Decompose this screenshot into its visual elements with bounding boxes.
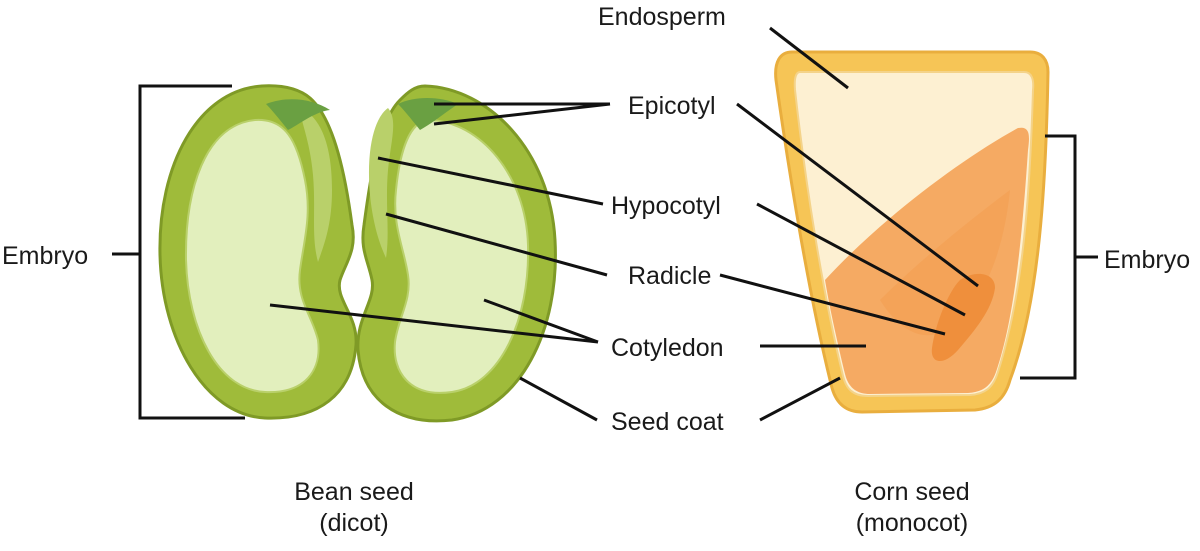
label-embryo-left: Embryo <box>2 242 88 270</box>
bean-seed-right-half <box>356 84 557 423</box>
embryo-left-bracket <box>112 84 245 420</box>
label-cotyledon: Cotyledon <box>611 334 724 362</box>
caption-corn-seed: Corn seed <box>854 478 969 506</box>
caption-bean-seed: Bean seed <box>294 478 414 506</box>
corn-embryo-axis <box>931 273 995 362</box>
label-hypocotyl: Hypocotyl <box>611 192 721 220</box>
cotyledon-leader <box>269 298 866 348</box>
label-epicotyl: Epicotyl <box>628 92 716 120</box>
bean-right-epicotyl-leaf <box>398 98 458 130</box>
label-embryo-right: Embryo <box>1104 246 1190 274</box>
bean-seed-left-half <box>158 84 358 420</box>
caption-bean-dicot: (dicot) <box>319 509 388 537</box>
caption-corn-monocot: (monocot) <box>856 509 969 537</box>
bean-left-embryo-axis <box>300 108 332 262</box>
bean-left-epicotyl-leaf <box>266 99 330 130</box>
bean-left-cotyledon <box>184 118 320 394</box>
label-endosperm: Endosperm <box>598 3 726 31</box>
radicle-leader <box>385 212 946 336</box>
epicotyl-leader <box>433 102 979 288</box>
bean-right-cotyledon <box>393 118 530 394</box>
endosperm-leader <box>769 26 849 90</box>
hypocotyl-leader <box>377 156 966 317</box>
embryo-right-bracket <box>1020 134 1098 380</box>
seed-coat-leader <box>519 376 841 422</box>
label-radicle: Radicle <box>628 262 711 290</box>
bean-right-embryo-axis <box>368 108 394 258</box>
corn-seed <box>774 50 1050 414</box>
label-seed-coat: Seed coat <box>611 408 724 436</box>
